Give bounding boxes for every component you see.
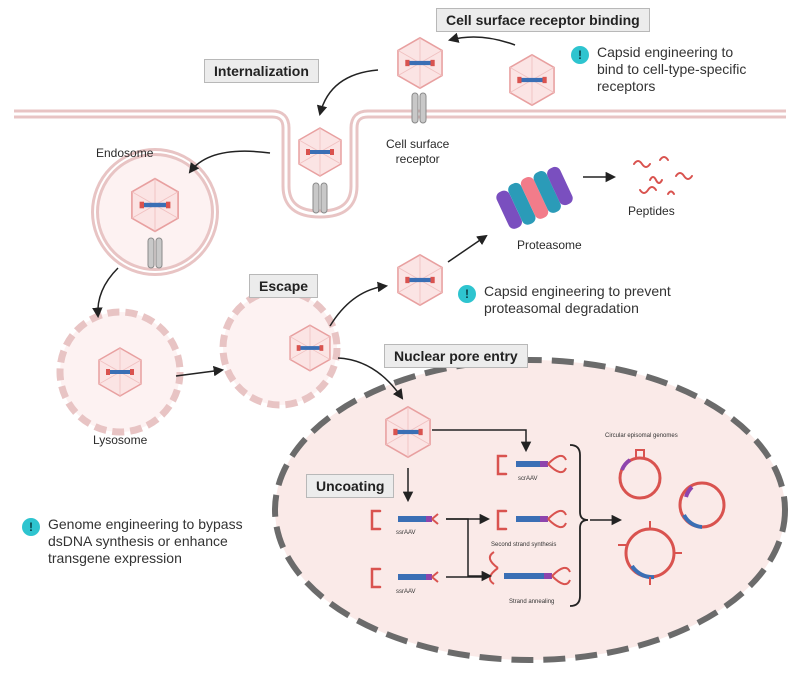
ssraav-genome-2 (370, 567, 439, 589)
note-genome-engineering-text: Genome engineering to bypass dsDNA synth… (48, 516, 243, 566)
label-lysosome: Lysosome (93, 433, 148, 447)
flow-arrows (92, 32, 623, 582)
proteasome-shape (496, 166, 573, 229)
lysosome-vesicle (56, 308, 184, 436)
step-internalization: Internalization (204, 59, 319, 83)
step-nuclear-pore-entry: Nuclear pore entry (384, 344, 528, 368)
label-endosome: Endosome (96, 146, 154, 160)
exclamation-circle-icon: ! (22, 518, 40, 536)
exclamation-circle-icon: ! (571, 46, 589, 64)
scraav-genome (496, 454, 567, 476)
capsid-on-receptor (397, 37, 443, 89)
step-cell-surface-binding: Cell surface receptor binding (436, 8, 650, 32)
strand-annealing-genome (488, 551, 571, 586)
brace (569, 444, 589, 607)
note-capsid-receptor: ! Capsid engineering to bind to cell-typ… (571, 44, 746, 95)
step-uncoating: Uncoating (306, 474, 395, 498)
label-second-strand-synthesis: Second strand synthesis (491, 542, 557, 548)
ssraav-genome-1 (370, 509, 439, 531)
episome-1 (618, 449, 662, 500)
escape-vesicle (219, 287, 341, 409)
label-proteasome: Proteasome (517, 238, 582, 252)
exclamation-circle-icon: ! (458, 285, 476, 303)
label-ssraav-1: ssrAAV (396, 530, 416, 536)
label-circular-episomal-genomes: Circular episomal genomes (605, 433, 678, 439)
cell-membrane (14, 109, 786, 219)
note-genome-engineering: ! Genome engineering to bypass dsDNA syn… (22, 516, 243, 567)
nucleus (272, 357, 788, 663)
label-peptides: Peptides (628, 204, 675, 218)
label-scraav: scrAAV (518, 476, 538, 482)
episome-3 (618, 521, 682, 585)
capsid-cytoplasm (397, 254, 443, 306)
episome-2 (678, 481, 726, 529)
label-cell-surface-receptor: Cell surface receptor (386, 137, 450, 166)
capsid-internalizing (298, 127, 342, 177)
step-escape: Escape (249, 274, 319, 298)
note-capsid-receptor-text: Capsid engineering to bind to cell-type-… (597, 44, 747, 94)
endosome-vesicle (91, 148, 219, 276)
second-strand-genome (496, 509, 567, 531)
capsid-binding (509, 54, 555, 106)
peptides-shape (633, 156, 693, 195)
note-capsid-proteasome: ! Capsid engineering to prevent proteaso… (458, 283, 671, 317)
label-strand-annealing: Strand annealing (509, 599, 555, 605)
note-capsid-proteasome-text: Capsid engineering to prevent proteasoma… (484, 283, 671, 316)
label-ssraav-2: ssrAAV (396, 589, 416, 595)
